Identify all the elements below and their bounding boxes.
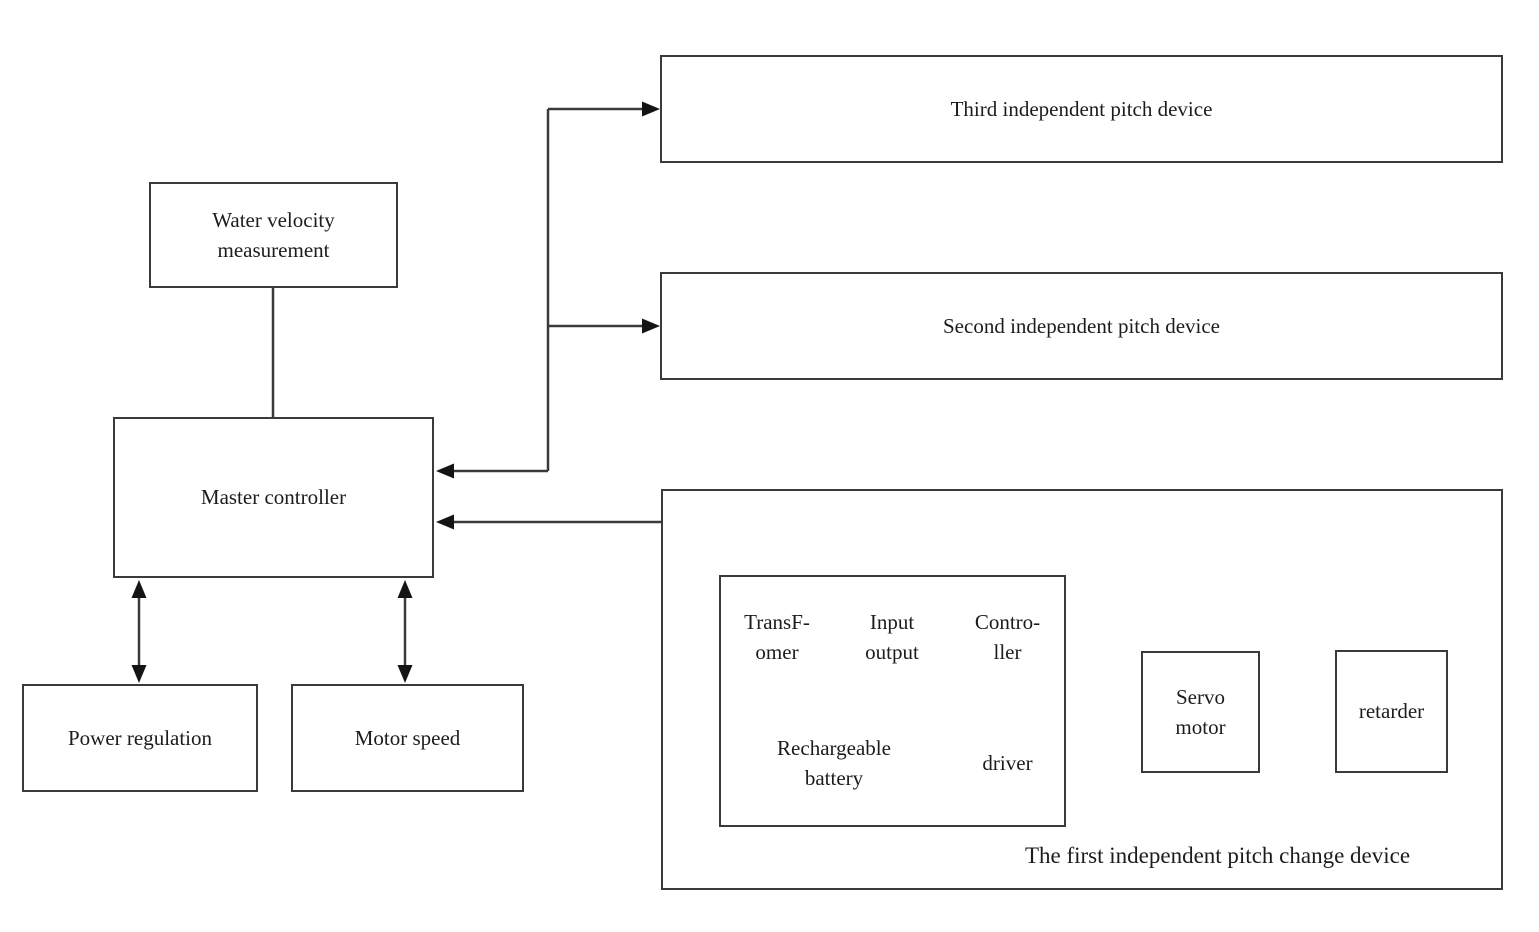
servo-motor-label: Servo motor <box>1175 684 1226 739</box>
rechargeable-battery-cell: Rechargeable battery <box>721 701 947 825</box>
arrowhead-down-motor-speed <box>397 665 413 683</box>
retarder-box: retarder <box>1335 650 1448 773</box>
second-pitch-device-box: Second independent pitch device <box>660 272 1503 380</box>
master-controller-box: Master controller <box>113 417 434 578</box>
arrowhead-up-master-power <box>131 580 147 598</box>
power-regulation-box: Power regulation <box>22 684 258 792</box>
third-pitch-device-label: Third independent pitch device <box>950 96 1213 121</box>
second-pitch-device-label: Second independent pitch device <box>943 313 1220 338</box>
arrowhead-into-master-bottom <box>436 514 454 530</box>
servo-motor-box: Servo motor <box>1141 651 1260 773</box>
motor-speed-label: Motor speed <box>354 725 461 750</box>
rechargeable-battery-label: Rechargeable battery <box>777 735 891 790</box>
controller-label: Contro- ller <box>974 609 1041 664</box>
third-pitch-device-box: Third independent pitch device <box>660 55 1503 163</box>
input-output-cell: Input output <box>837 577 947 697</box>
master-controller-label: Master controller <box>200 485 347 510</box>
arrowhead-into-master-top <box>436 463 454 479</box>
first-pitch-device-caption-text: The first independent pitch change devic… <box>1024 843 1411 868</box>
controller-cell: Contro- ller <box>951 577 1064 697</box>
first-pitch-device-caption: The first independent pitch change devic… <box>950 838 1485 874</box>
transformer-cell: TransF- omer <box>721 577 833 697</box>
driver-label: driver <box>982 750 1033 775</box>
input-output-label: Input output <box>865 609 919 664</box>
arrowhead-up-master-motor <box>397 580 413 598</box>
power-regulation-label: Power regulation <box>67 725 213 750</box>
water-velocity-box: Water velocity measurement <box>149 182 398 288</box>
transformer-label: TransF- omer <box>744 609 810 664</box>
water-velocity-label: Water velocity measurement <box>212 207 335 262</box>
motor-speed-box: Motor speed <box>291 684 524 792</box>
component-grid <box>719 575 1066 827</box>
retarder-label: retarder <box>1358 699 1425 724</box>
driver-cell: driver <box>951 701 1064 825</box>
arrowhead-into-third-device <box>642 101 660 117</box>
arrowhead-down-power-regulation <box>131 665 147 683</box>
arrowhead-into-second-device <box>642 318 660 334</box>
